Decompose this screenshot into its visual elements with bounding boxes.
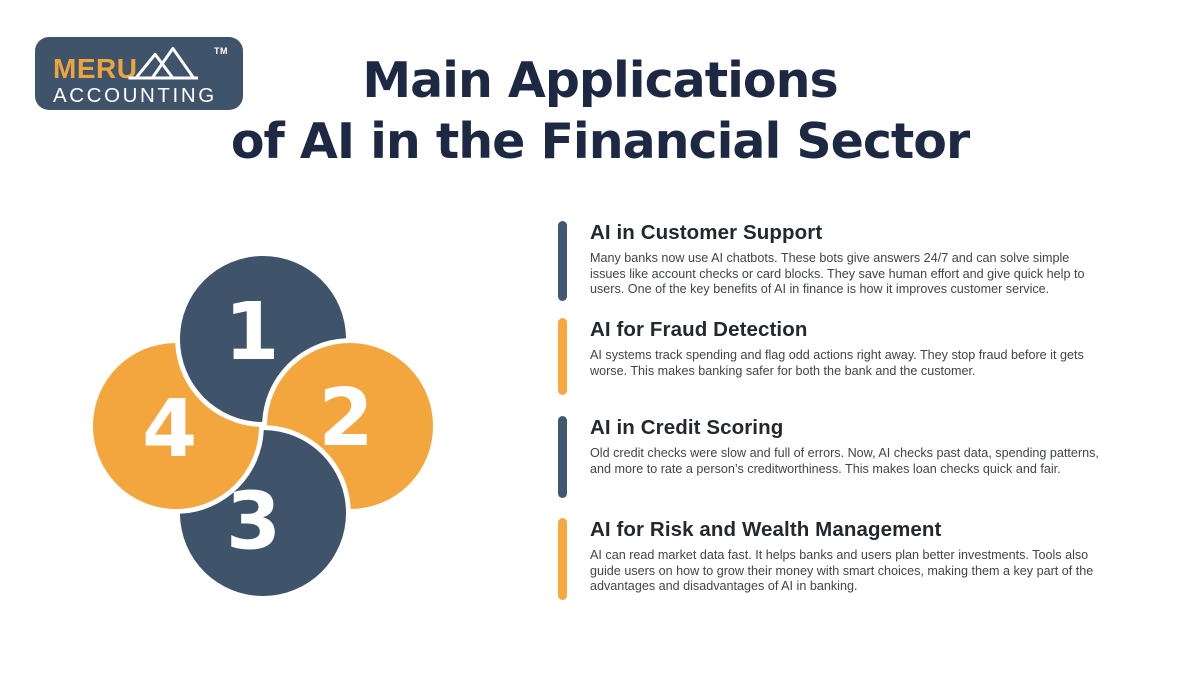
accent-bar [558, 518, 567, 600]
section-content: AI in Customer Support Many banks now us… [590, 221, 1104, 301]
meru-accounting-logo: TM MERU ACCOUNTING [35, 37, 243, 110]
page-title: Main Applications of AI in the Financial… [60, 50, 1140, 172]
segment-number-2: 2 [319, 372, 374, 464]
segment-number-3: 3 [226, 476, 281, 568]
section-content: AI in Credit Scoring Old credit checks w… [590, 416, 1104, 498]
section-title: AI for Risk and Wealth Management [590, 518, 942, 541]
section-title: AI for Fraud Detection [590, 318, 808, 341]
section-body: AI systems track spending and flag odd a… [590, 348, 1084, 378]
section-customer-support: AI in Customer Support Many banks now us… [558, 221, 1104, 301]
mountain-peaks-icon [127, 41, 201, 86]
logo-top-row: MERU [53, 46, 229, 83]
section-title: AI in Credit Scoring [590, 416, 784, 439]
section-content: AI for Fraud Detection AI systems track … [590, 318, 1104, 395]
section-title: AI in Customer Support [590, 221, 823, 244]
page-title-line1: Main Applications [362, 52, 838, 109]
section-body: AI can read market data fast. It helps b… [590, 548, 1094, 594]
section-content: AI for Risk and Wealth Management AI can… [590, 518, 1104, 600]
pinwheel-segment-4 [92, 342, 260, 510]
page-title-line2: of AI in the Financial Sector [230, 113, 970, 170]
logo-brand-subtitle: ACCOUNTING [53, 84, 217, 107]
accent-bar [558, 221, 567, 301]
segment-number-1: 1 [224, 286, 279, 378]
section-risk-wealth-management: AI for Risk and Wealth Management AI can… [558, 518, 1104, 600]
pinwheel-segment-2 [266, 342, 434, 510]
pinwheel-segment-3 [179, 429, 347, 597]
section-body: Many banks now use AI chatbots. These bo… [590, 251, 1085, 297]
pinwheel-segment-1 [179, 255, 347, 423]
pinwheel-diagram: 1 2 3 4 [92, 255, 434, 597]
logo-brand-name: MERU [53, 53, 138, 84]
section-body: Old credit checks were slow and full of … [590, 446, 1099, 476]
trademark-symbol: TM [214, 46, 228, 56]
accent-bar [558, 318, 567, 395]
section-fraud-detection: AI for Fraud Detection AI systems track … [558, 318, 1104, 395]
accent-bar [558, 416, 567, 498]
section-credit-scoring: AI in Credit Scoring Old credit checks w… [558, 416, 1104, 498]
segment-number-4: 4 [142, 383, 197, 475]
